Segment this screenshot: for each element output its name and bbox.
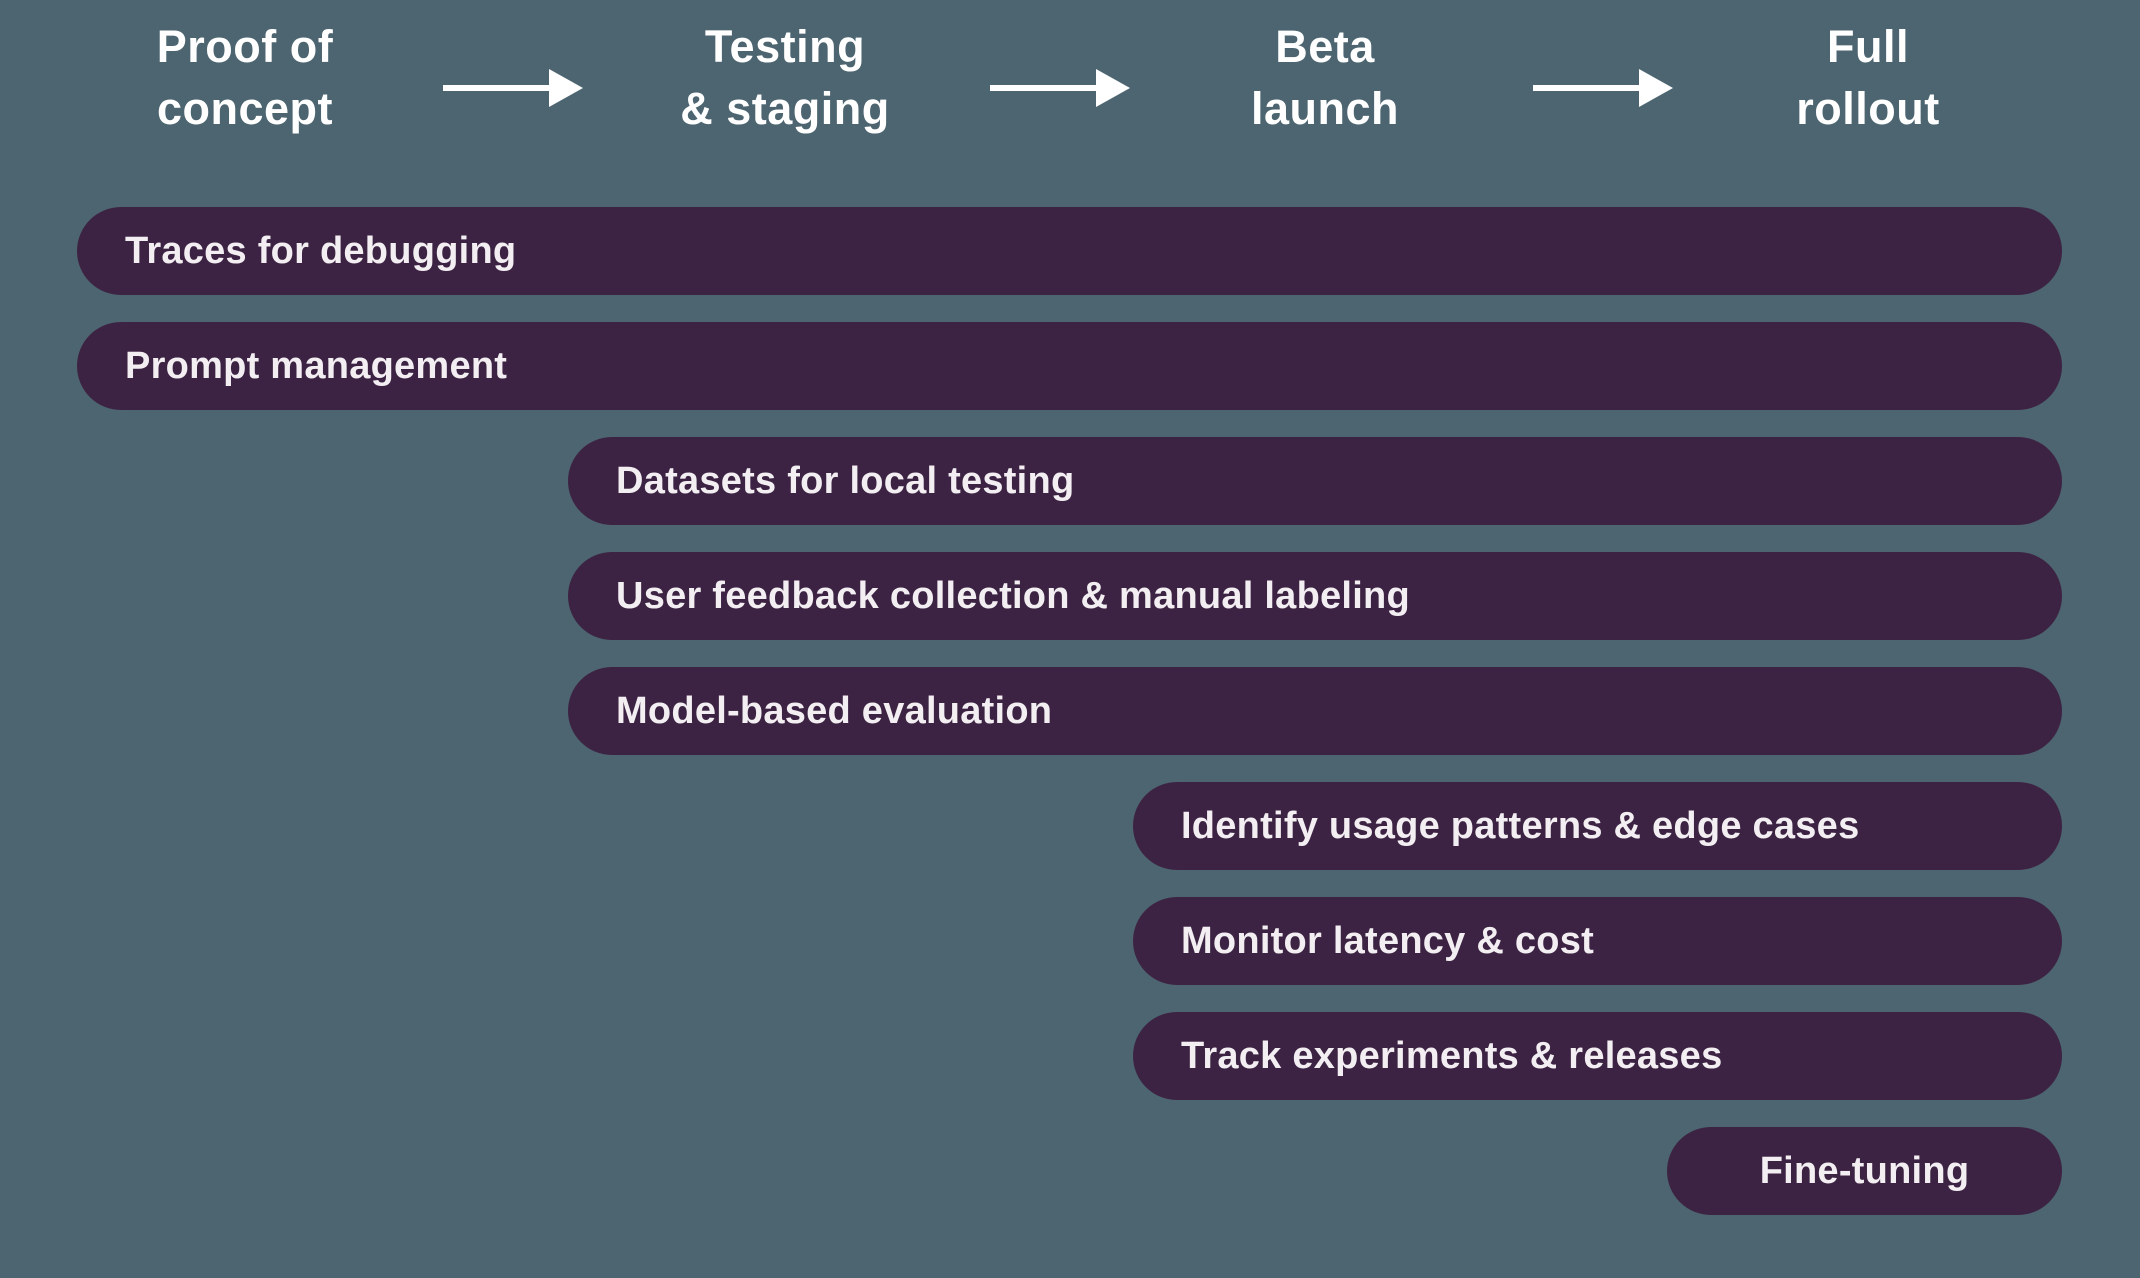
stage-header-proof-of-concept: Proof of concept bbox=[156, 21, 334, 134]
bar-traces-for-debugging: Traces for debugging bbox=[77, 207, 2062, 295]
bar-track-experiments-releases: Track experiments & releases bbox=[1133, 1012, 2062, 1100]
bar-identify-usage-patterns: Identify usage patterns & edge cases bbox=[1133, 782, 2062, 870]
arrow-right-icon bbox=[1533, 69, 1673, 107]
arrow-right-icon bbox=[443, 69, 583, 107]
stage-header-full-rollout: Full rollout bbox=[1796, 21, 1940, 134]
stage-header-testing-staging: Testing & staging bbox=[680, 21, 890, 134]
bar-user-feedback-collection: User feedback collection & manual labeli… bbox=[568, 552, 2062, 640]
stage-header-beta-launch: Beta launch bbox=[1250, 21, 1400, 134]
bar-prompt-management: Prompt management bbox=[77, 322, 2062, 410]
bar-datasets-for-local-testing: Datasets for local testing bbox=[568, 437, 2062, 525]
bar-fine-tuning: Fine-tuning bbox=[1667, 1127, 2062, 1215]
bar-monitor-latency-cost: Monitor latency & cost bbox=[1133, 897, 2062, 985]
arrow-right-icon bbox=[990, 69, 1130, 107]
bar-model-based-evaluation: Model-based evaluation bbox=[568, 667, 2062, 755]
